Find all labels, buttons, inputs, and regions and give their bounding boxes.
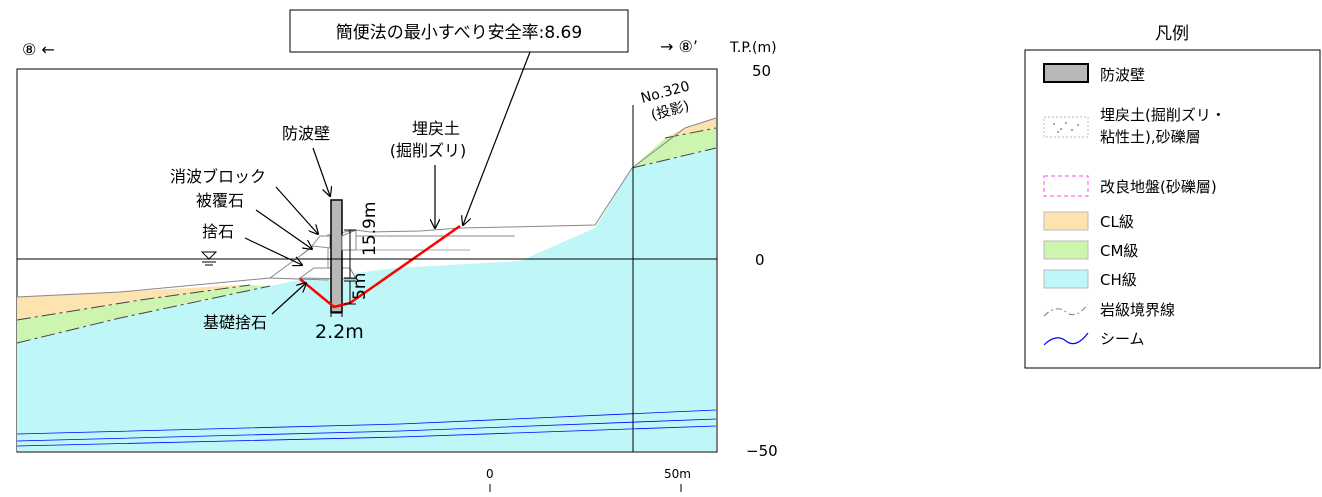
legend-label-cl: CL級 bbox=[1100, 213, 1134, 231]
dimension-label-2-2: 2.2m bbox=[315, 321, 364, 343]
legend-frame bbox=[1024, 49, 1321, 369]
legend-swatch-cm bbox=[1043, 240, 1089, 260]
wall-leader-arrow bbox=[312, 147, 330, 196]
rock-class-boundary-line bbox=[16, 285, 271, 344]
legend-label-cm: CM級 bbox=[1100, 242, 1138, 260]
rubble-label: 捨石 bbox=[202, 222, 234, 241]
scale-fifty-label: 50m bbox=[664, 467, 691, 481]
rock-class-boundary-line bbox=[631, 147, 717, 169]
sea-wall-label: 防波壁 bbox=[282, 124, 330, 143]
legend-label-backfill-1: 埋戻土(掘削ズリ・ bbox=[1100, 106, 1226, 124]
section-right-label: → ⑧’ bbox=[660, 37, 698, 56]
title-leader-arrow bbox=[463, 51, 531, 225]
legend: 凡例 防波壁 埋戻土(掘削ズリ・ 粘性土),砂礫層 改良地盤(砂礫層) CL級 … bbox=[1024, 24, 1321, 369]
cm-rock-layer-right bbox=[632, 128, 716, 168]
wave-block-shape bbox=[311, 235, 331, 249]
seam-line bbox=[16, 409, 717, 435]
axis-tick-minus-50: −50 bbox=[746, 442, 778, 460]
seam-line bbox=[16, 425, 717, 447]
landside-foot-shape bbox=[341, 229, 357, 251]
armor-stone-label: 被覆石 bbox=[196, 191, 244, 210]
legend-label-backfill-2: 粘性土),砂礫層 bbox=[1100, 128, 1201, 146]
axis-tick-50: 50 bbox=[752, 62, 771, 80]
base-rubble-label: 基礎捨石 bbox=[203, 313, 267, 332]
title-text: 簡便法の最小すべり安全率:8.69 bbox=[336, 23, 582, 43]
title-box bbox=[289, 9, 629, 53]
ch-rock-layer bbox=[17, 148, 716, 451]
legend-swatch-ch bbox=[1043, 269, 1089, 289]
cl-rock-layer bbox=[17, 285, 250, 320]
seam-line bbox=[16, 418, 717, 442]
armor-leader-arrow bbox=[255, 209, 312, 249]
sea-wall-shape bbox=[330, 199, 343, 313]
legend-swatch-backfill bbox=[1043, 116, 1089, 138]
cm-rock-layer bbox=[17, 285, 270, 343]
backfill-label-line2: (掘削ズリ) bbox=[390, 141, 467, 160]
scale-zero-label: 0 bbox=[486, 467, 494, 481]
legend-label-improved-ground: 改良地盤(砂礫層) bbox=[1100, 178, 1217, 196]
dimension-label-5: 5m bbox=[350, 273, 370, 300]
legend-swatch-wall bbox=[1043, 63, 1089, 83]
legend-symbol-rock-boundary bbox=[1043, 303, 1089, 317]
rubble-leader-arrow bbox=[244, 237, 302, 265]
section-panel bbox=[16, 51, 718, 453]
water-level-symbol bbox=[200, 251, 218, 266]
backfill-label-line1: 埋戻土 bbox=[412, 119, 460, 138]
legend-label-rock-boundary: 岩級境界線 bbox=[1100, 301, 1175, 319]
legend-label-wall: 防波壁 bbox=[1100, 66, 1145, 84]
wave-block-leader-arrow bbox=[275, 186, 318, 234]
legend-swatch-cl bbox=[1043, 211, 1089, 231]
legend-title: 凡例 bbox=[1155, 24, 1189, 44]
axis-label: T.P.(m) bbox=[729, 40, 777, 56]
section-left-label: ⑧ ← bbox=[22, 40, 55, 59]
slip-surface-line bbox=[299, 224, 461, 309]
axis-tick-0: 0 bbox=[755, 251, 765, 269]
legend-label-seam: シーム bbox=[1100, 330, 1145, 348]
legend-swatch-improved-ground bbox=[1043, 175, 1089, 197]
base-rubble-leader-arrow bbox=[271, 283, 306, 315]
legend-backfill-dots bbox=[1053, 122, 1079, 133]
legend-label-ch: CH級 bbox=[1100, 271, 1137, 289]
legend-symbol-seam bbox=[1043, 332, 1089, 346]
wave-block-label: 消波ブロック bbox=[170, 167, 266, 186]
dimension-label-15-9: 15.9m bbox=[360, 202, 380, 256]
